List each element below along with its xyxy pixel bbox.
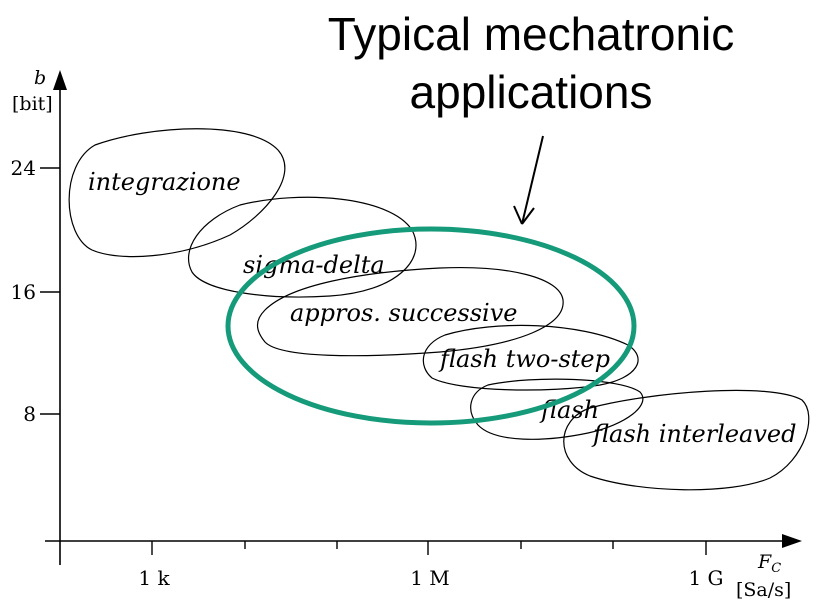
region-label-integrazione: integrazione [88, 168, 241, 196]
x-ticks: 1 k 1 M 1 G [138, 541, 724, 590]
x-axis-symbol: FC [757, 551, 781, 576]
region-label-flash-interleaved: flash interleaved [591, 420, 796, 448]
region-label-flash: flash [539, 396, 599, 424]
y-ticks: 24 16 8 [11, 156, 60, 426]
x-axis-unit: [Sa/s] [736, 579, 791, 601]
region-flash-interleaved: flash interleaved [563, 389, 810, 491]
x-tick-1k: 1 k [138, 566, 170, 590]
x-tick-1M: 1 M [410, 566, 450, 590]
region-flash: flash [470, 378, 644, 440]
pointer-arrow [513, 135, 544, 225]
y-axis-symbol: b [34, 67, 46, 89]
region-label-sigma-delta: sigma-delta [243, 251, 385, 279]
region-integrazione: integrazione [68, 128, 286, 258]
y-axis-arrowhead [53, 70, 67, 90]
region-approx-successive: appros. successive [256, 266, 564, 357]
region-sigma-delta: sigma-delta [187, 196, 417, 298]
axes [45, 70, 802, 565]
x-tick-1G: 1 G [688, 566, 723, 590]
highlight-ellipse [225, 226, 637, 426]
region-label-flash-two-step: flash two-step [438, 345, 610, 373]
x-axis-arrowhead [782, 534, 802, 548]
headline-line-2: applications [410, 66, 653, 118]
y-tick-24: 24 [11, 156, 36, 180]
region-flash-two-step: flash two-step [422, 324, 639, 391]
y-tick-8: 8 [23, 402, 36, 426]
y-tick-16: 16 [11, 280, 36, 304]
region-label-approx-successive: appros. successive [290, 299, 517, 327]
headline-line-1: Typical mechatronic [328, 8, 735, 60]
y-axis-unit: [bit] [12, 93, 53, 115]
